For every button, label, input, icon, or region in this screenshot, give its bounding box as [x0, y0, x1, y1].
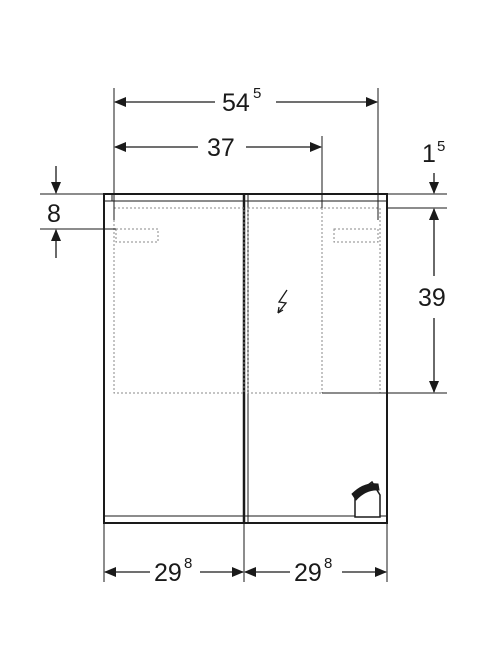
dim-total-width: 54 5	[114, 85, 378, 117]
cabinet-body	[103, 193, 388, 524]
light-slot-left	[115, 228, 159, 243]
total-width-label: 54	[222, 89, 250, 117]
dim-left-offset: 8	[47, 166, 61, 258]
left-door-sup: 8	[184, 555, 192, 572]
height-label: 39	[418, 284, 446, 312]
right-door-label: 29	[294, 559, 322, 587]
top-offset-label: 1	[422, 140, 436, 168]
left-door-label: 29	[154, 559, 182, 587]
light-slot-right	[333, 228, 379, 243]
left-offset-label: 8	[47, 200, 61, 228]
dim-inner-width: 37	[114, 134, 322, 162]
door-handle-icon	[351, 480, 381, 518]
right-door-sup: 8	[324, 555, 332, 572]
dim-height: 39	[418, 208, 446, 393]
inner-width-label: 37	[207, 134, 235, 162]
hidden-lines	[113, 207, 381, 394]
dim-top-offset: 1 5	[422, 138, 445, 194]
top-offset-sup: 5	[437, 138, 445, 155]
dim-left-door: 29 8	[104, 555, 244, 587]
lightning-icon	[277, 289, 288, 314]
dim-right-door: 29 8	[244, 555, 387, 587]
total-width-sup: 5	[253, 85, 261, 102]
